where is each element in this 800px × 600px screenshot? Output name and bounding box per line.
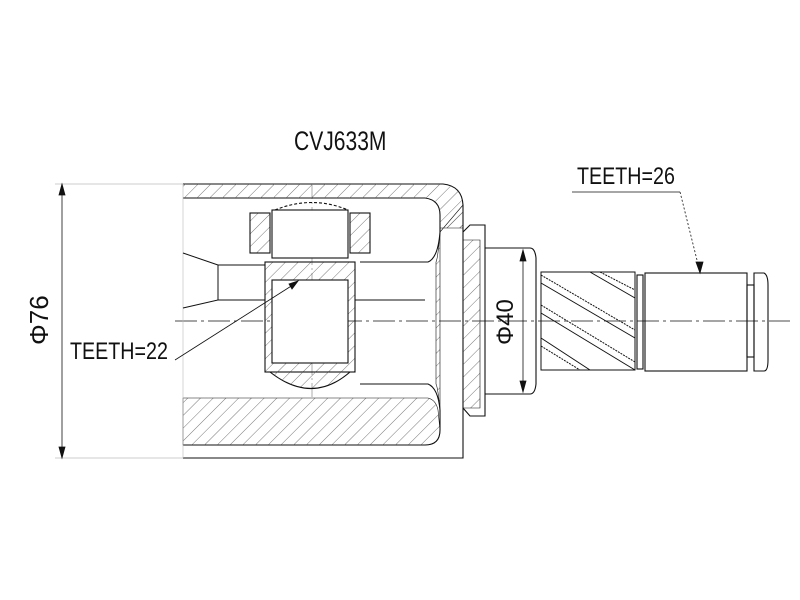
housing-top-hatch [183,184,463,228]
dim-76 [55,182,183,460]
inner-teeth-label: TEETH=22 [70,338,168,365]
housing-bottom-hatch [182,397,441,446]
leader-teeth26 [572,191,704,275]
outer-diameter-label: Φ76 [24,295,54,345]
straight-spline [636,272,769,372]
flange [462,224,537,417]
shaft-diameter-label: Φ40 [492,299,519,345]
part-number-title: CVJ633M [294,126,387,156]
leader-teeth22 [174,280,300,361]
dim-40 [519,248,527,394]
outer-teeth-label: TEETH=26 [577,163,675,190]
housing-end-hatch [435,204,481,411]
tripod-roller [249,202,371,390]
helical-spline [540,271,636,371]
